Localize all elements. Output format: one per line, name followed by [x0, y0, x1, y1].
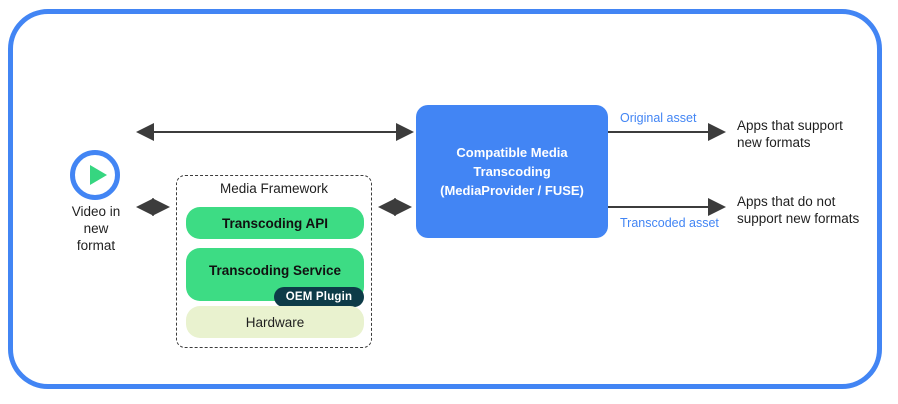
apps-no-support-label: Apps that do not support new formats: [737, 193, 859, 227]
transcoding-api-box[interactable]: Transcoding API: [186, 207, 364, 239]
play-triangle-icon: [90, 165, 107, 185]
oem-plugin-badge[interactable]: OEM Plugin: [274, 287, 364, 307]
video-caption-line-2: new: [83, 221, 109, 236]
arrow-video-to-framework: [136, 198, 170, 216]
arrow-original-asset: [608, 123, 726, 141]
media-framework-title: Media Framework: [219, 181, 329, 196]
original-asset-label: Original asset: [620, 111, 697, 125]
arrow-transcoded-asset: [608, 198, 726, 216]
cmt-line-1: Compatible Media: [456, 145, 568, 160]
apps-no-support-line-2: support new formats: [737, 211, 860, 226]
play-circle-icon: [70, 150, 120, 200]
cmt-line-2: Transcoding: [473, 164, 551, 179]
transcoded-asset-label: Transcoded asset: [620, 216, 719, 230]
arrow-video-to-cmt: [136, 123, 414, 141]
outer-frame-border: [8, 9, 882, 389]
video-caption-line-1: Video in: [71, 204, 121, 219]
apps-no-support-line-1: Apps that do not: [737, 194, 836, 209]
arrow-framework-to-cmt: [378, 198, 412, 216]
apps-support-label: Apps that support new formats: [737, 117, 843, 151]
video-source-caption: Video in new format: [48, 203, 144, 254]
video-caption-line-3: format: [76, 238, 116, 253]
apps-support-line-2: new formats: [737, 135, 811, 150]
cmt-line-3: (MediaProvider / FUSE): [440, 183, 584, 198]
apps-support-line-1: Apps that support: [737, 118, 843, 133]
compatible-media-transcoding-node[interactable]: Compatible Media Transcoding (MediaProvi…: [416, 105, 608, 238]
hardware-box[interactable]: Hardware: [186, 306, 364, 338]
media-framework-group: Media Framework Transcoding API Transcod…: [176, 175, 372, 348]
